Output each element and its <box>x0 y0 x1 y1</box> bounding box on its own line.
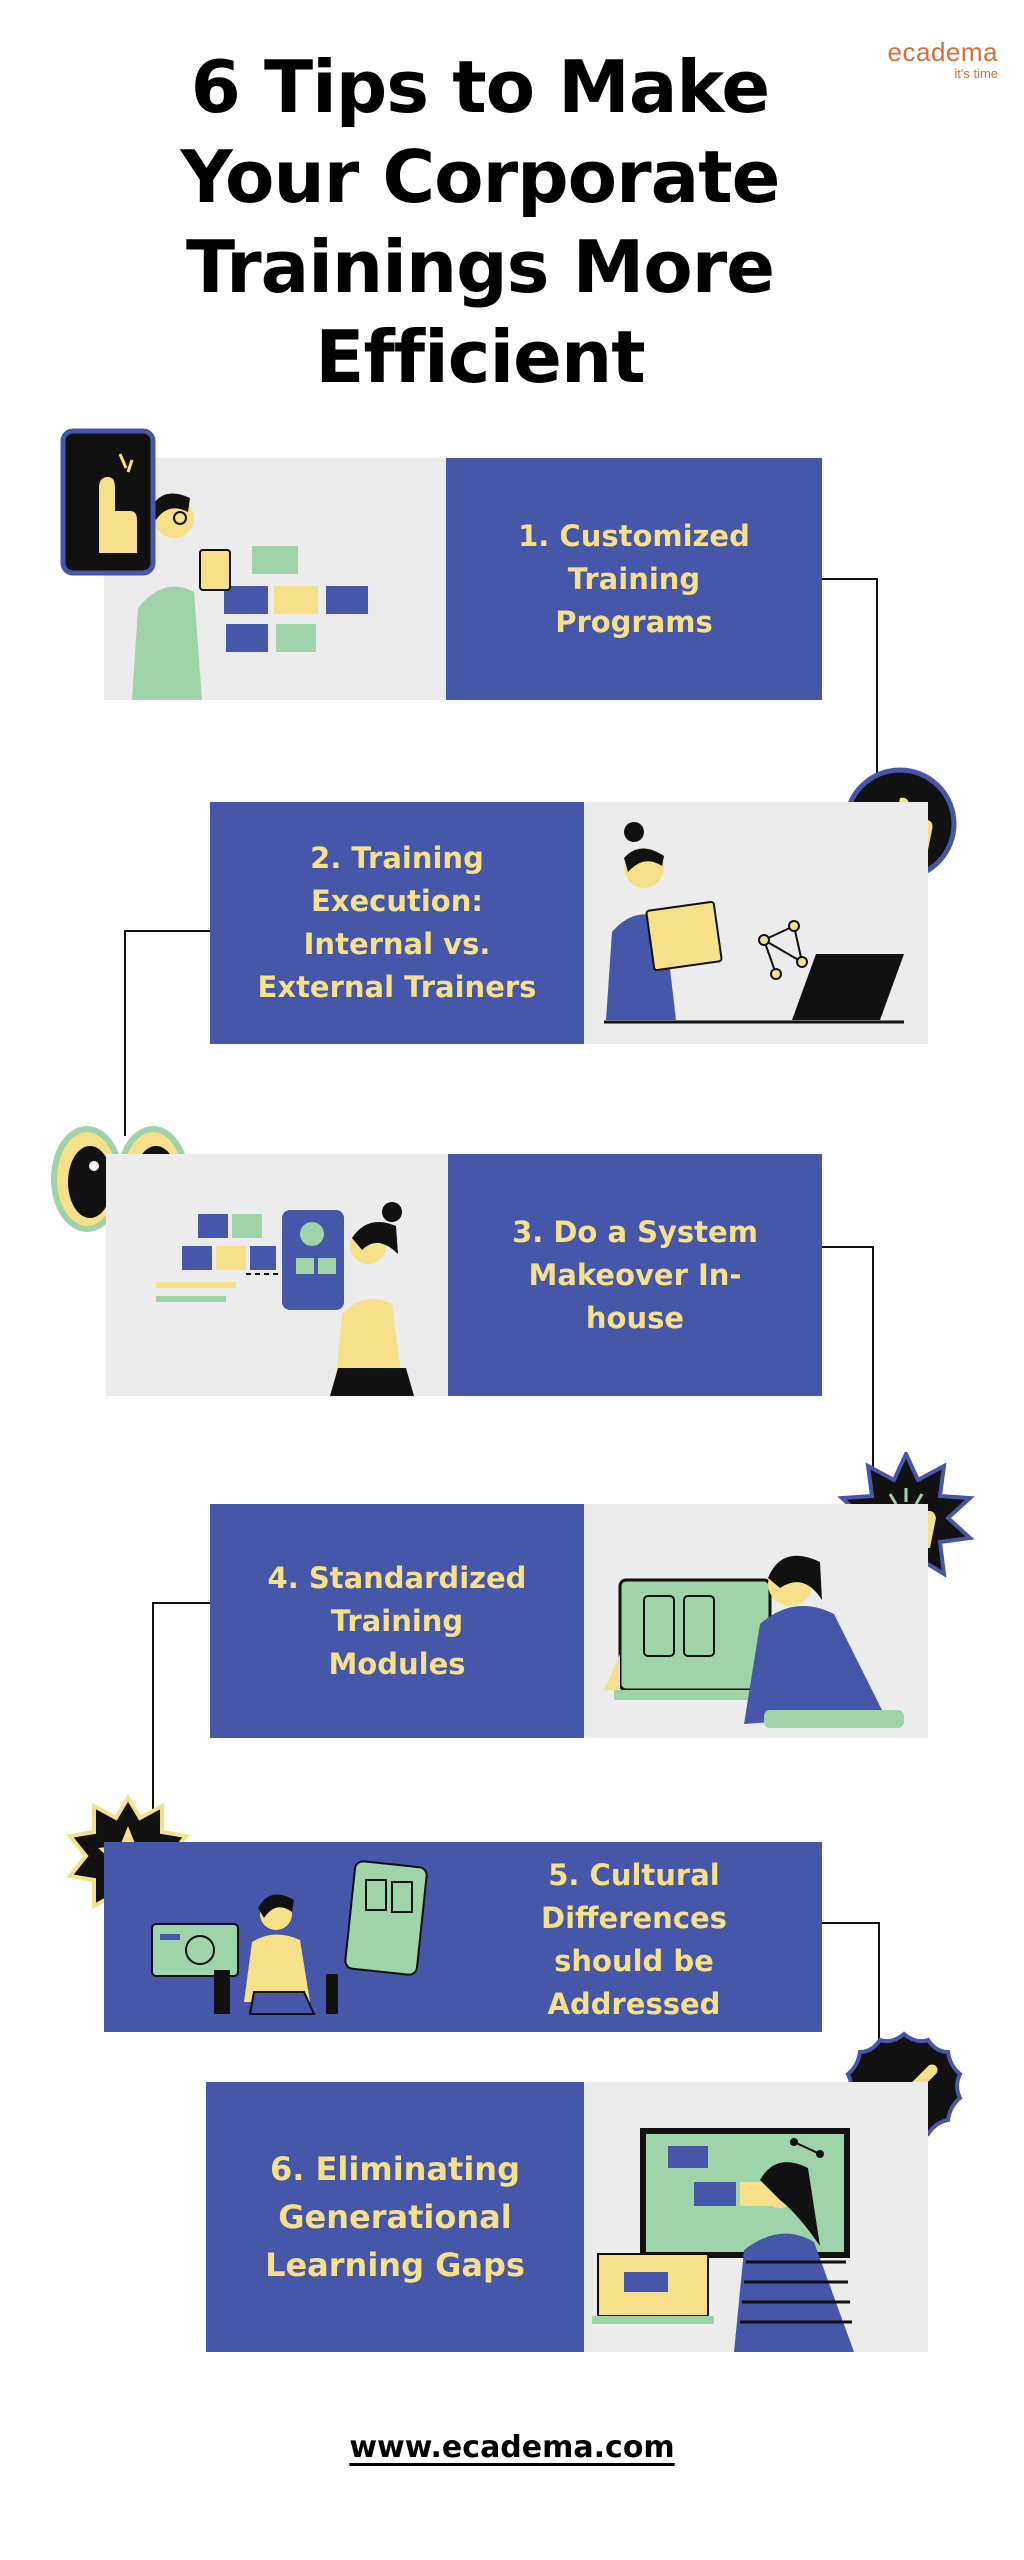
logo-name: ecadema <box>887 37 998 67</box>
woman-with-laptop-illustration <box>604 822 904 1024</box>
tip-6-card: 6. Eliminating Generational Learning Gap… <box>206 2082 584 2352</box>
brand-logo: ecadema it's time <box>888 38 998 82</box>
tip-title-line: Learning Gaps <box>265 2246 525 2284</box>
tip-title-line: 5. Cultural <box>548 1858 720 1892</box>
tip-title-line: 3. Do a System <box>512 1214 758 1249</box>
tip-title-line: Differences <box>541 1901 727 1935</box>
tip-title-line: Training <box>567 561 701 596</box>
connector-line <box>822 1246 874 1474</box>
tip-title-line: should be <box>554 1944 714 1978</box>
tip-title-line: Addressed <box>547 1987 721 2021</box>
title-line: Your Corporate <box>180 135 781 219</box>
page-title: 6 Tips to Make Your Corporate Trainings … <box>60 42 900 402</box>
logo-tagline: it's time <box>954 66 998 81</box>
tip-title-line: Execution: <box>310 884 483 918</box>
tip-title-line: 6. Eliminating <box>269 2150 520 2188</box>
tip-3-card: 3. Do a System Makeover In- house <box>448 1154 822 1396</box>
tip-4-illustration <box>584 1504 928 1738</box>
tip-title-line: Generational <box>278 2198 512 2236</box>
tip-3-title: 3. Do a System Makeover In- house <box>512 1211 758 1340</box>
tip-2-illustration <box>584 802 928 1044</box>
tip-5-title: 5. Cultural Differences should be Addres… <box>541 1854 727 2026</box>
tip-6-title: 6. Eliminating Generational Learning Gap… <box>265 2145 525 2289</box>
connector-line <box>822 578 878 776</box>
title-line: Efficient <box>315 315 645 399</box>
tip-title-line: Training <box>330 1603 464 1638</box>
tip-title-line: 1. Customized <box>518 518 750 553</box>
woman-with-tablet-illustration <box>132 493 368 700</box>
tip-6-illustration <box>584 2082 928 2352</box>
tip-title-line: External Trainers <box>257 970 537 1004</box>
connector-line <box>822 1922 880 2042</box>
website-link[interactable]: www.ecadema.com <box>349 2430 675 2465</box>
pointing-hand-icon <box>60 428 156 580</box>
tip-title-line: 2. Training <box>310 841 484 875</box>
tip-2-card: 2. Training Execution: Internal vs. Exte… <box>210 802 584 1044</box>
tip-1-card: 1. Customized Training Programs <box>446 458 822 700</box>
title-line: Trainings More <box>185 225 775 309</box>
tip-3-illustration <box>106 1154 448 1396</box>
tip-4-card: 4. Standardized Training Modules <box>210 1504 584 1738</box>
tip-title-line: house <box>585 1300 685 1335</box>
connector-line <box>124 930 210 1136</box>
tip-title-line: Programs <box>555 604 713 639</box>
woman-designing-illustration <box>604 1555 904 1728</box>
woman-on-laptop-illustration <box>592 2128 854 2352</box>
connector-line <box>152 1602 210 1818</box>
tip-5-card: 5. Cultural Differences should be Addres… <box>446 1842 822 2032</box>
tip-4-title: 4. Standardized Training Modules <box>268 1557 527 1686</box>
tip-title-line: 4. Standardized <box>267 1560 527 1595</box>
tip-2-title: 2. Training Execution: Internal vs. Exte… <box>258 837 537 1009</box>
tip-1-title: 1. Customized Training Programs <box>518 515 750 644</box>
tip-1-illustration <box>104 458 446 700</box>
tip-title-line: Makeover In- <box>528 1257 742 1292</box>
title-line: 6 Tips to Make <box>190 45 770 129</box>
woman-with-phone-illustration <box>156 1202 414 1396</box>
tip-title-line: Internal vs. <box>303 927 491 961</box>
tip-5-illustration <box>104 1842 446 2032</box>
man-presenting-illustration <box>151 1860 428 2015</box>
tip-title-line: Modules <box>328 1646 466 1681</box>
